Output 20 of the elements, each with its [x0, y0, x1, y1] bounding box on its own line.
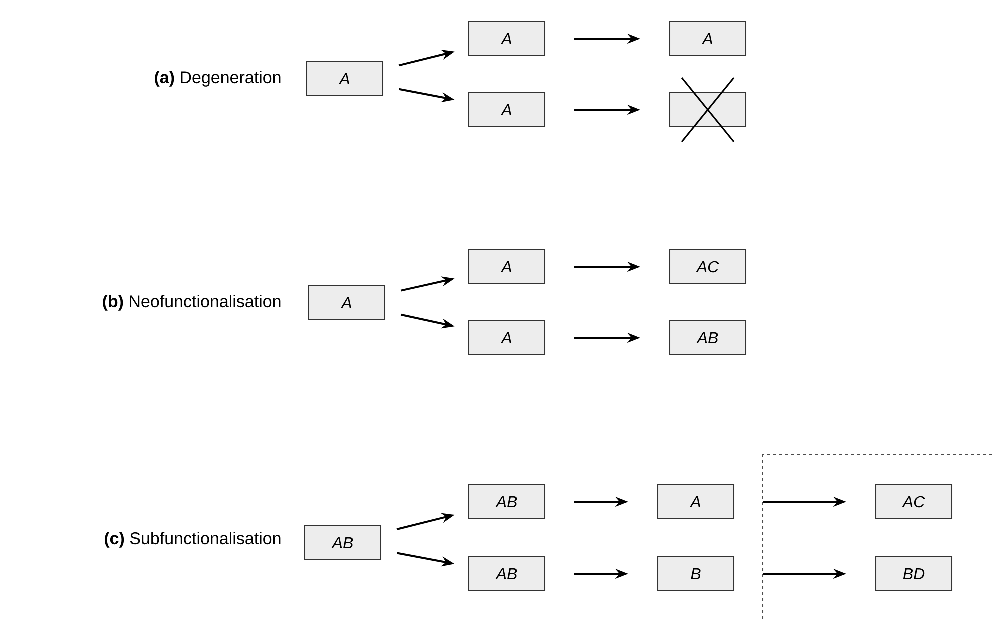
gene-box: AB	[468, 484, 546, 520]
gene-box: A	[468, 22, 546, 56]
gene-box: A	[670, 22, 746, 56]
gene-box: A	[468, 92, 546, 128]
crossed-out-box	[670, 77, 746, 143]
gene-box: AC	[670, 250, 746, 284]
gene-box: AC	[876, 484, 953, 520]
gene-box: A	[306, 62, 384, 96]
gene-box: AB	[468, 556, 546, 592]
gene-box: BD	[876, 556, 953, 592]
panel-label: (a) Degeneration	[155, 71, 281, 87]
panel-label: (c) Subfunctionalisation	[105, 532, 281, 548]
gene-box: A	[308, 286, 386, 320]
gene-box: AB	[304, 526, 382, 560]
gene-box: B	[658, 556, 734, 592]
gene-box: A	[658, 484, 734, 520]
panel-label: (b) Neofunctionalisation	[103, 295, 281, 311]
gene-box: A	[468, 320, 546, 356]
gene-box: A	[468, 250, 546, 284]
gene-box: AB	[670, 320, 746, 356]
